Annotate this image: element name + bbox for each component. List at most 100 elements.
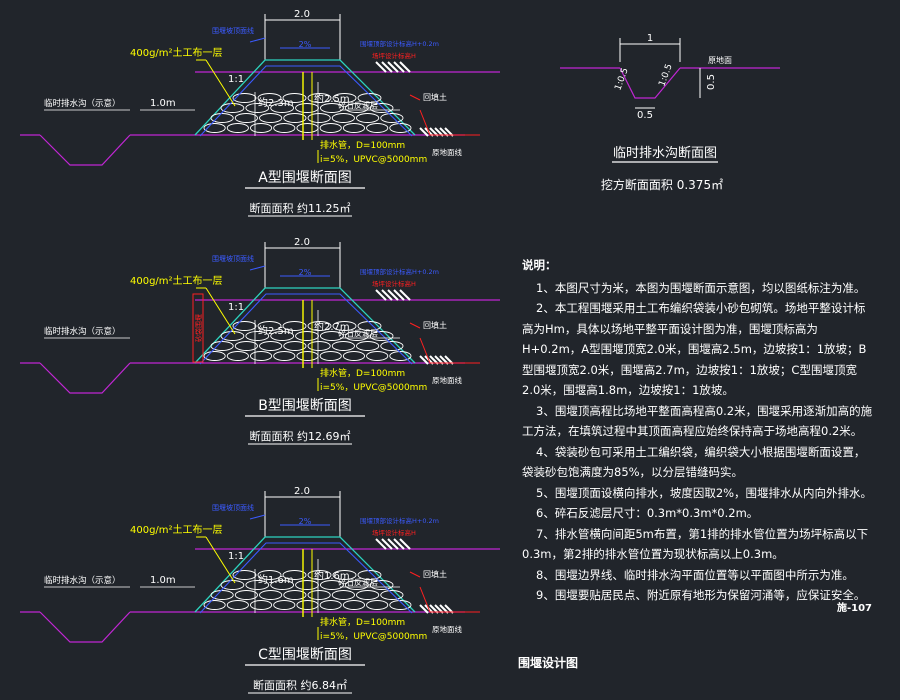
sandbag [366,123,389,133]
ditch-slope-left: 1:0.5 [613,67,630,92]
boundary-label: 围堰坡顶面线 [212,503,254,512]
sandbag [295,103,319,113]
sandbag [380,590,404,600]
sandbag [282,93,307,103]
geotextile-leader [205,536,236,584]
sandbag [295,331,319,341]
ditch-depth-label: 0.5 [706,74,717,90]
gravel-hatch [387,538,399,550]
sandbag [220,103,245,113]
offset-label: 1.0m [150,575,176,586]
ditch-title: 临时排水沟断面图 [613,146,717,161]
sandbag [210,590,234,600]
gravel-hatch [419,355,429,365]
height-label: 约1.6m [258,573,294,586]
sandbag [226,600,249,610]
sidebar-label: 砂袋围堰 [194,314,203,342]
sandbag [259,341,283,351]
level2-label: 场坪设计标高H [372,528,416,537]
sandbag [273,123,296,133]
sandbag [232,93,257,103]
note-item: 7、排水管横向间距5m布置，第1排的排水管位置为场坪标高以下0.3m，第2排的排… [522,526,869,562]
backfill-leader [409,94,421,101]
ditch-outline [39,134,131,166]
sandbag [245,103,270,113]
ditch-label: 临时排水沟（示意） [44,575,121,586]
sandbag [319,103,344,113]
sandbag [357,321,382,331]
ditch-top-label: 1 [647,33,653,44]
note-item: 3、围堰顶高程比场地平整面高程高0.2米，围堰采用逐渐加高的施工方法，在填筑过程… [522,403,873,439]
grade-label: 2% [299,517,312,526]
level2-label: 场坪设计标高H [372,51,416,60]
sandbag [307,93,332,103]
boundary-label: 围堰坡顶面线 [212,26,254,35]
sandbag [369,331,394,341]
backfill-leader [409,571,421,578]
note-item: 2、本工程围堰采用土工布编织袋装小砂包砌筑。场地平整设计标高为Hm，具体以场地平… [522,301,867,397]
gravel-hatch [381,538,393,550]
sandbag [307,590,331,600]
geotextile-line [199,542,413,614]
sheet-number: 施-107 [837,601,872,614]
note-item: 4、袋装砂包可采用土工编织袋，编织袋大小根据围堰断面设置，袋装砂包饱满度为85%… [522,444,866,480]
ground-label: 原地面线 [432,375,462,385]
sandbag [356,590,380,600]
sandbag [282,570,307,580]
sandbag [270,331,295,341]
gravel-hatch [387,61,399,73]
ditch-label: 临时排水沟（示意） [44,98,121,109]
note-item: 6、碎石反滤层尺寸：0.3m*0.3m*0.2m。 [536,506,759,520]
sandbag [295,580,319,590]
gravel-label: 碎石反滤层 [338,328,378,338]
ground-label: 原地面线 [432,624,462,634]
sandbag [203,600,226,610]
gravel-hatch [399,538,411,550]
gravel-label: 碎石反滤层 [338,577,378,587]
ground-label: 原地面线 [432,147,462,157]
section-b: 2.02%400g/m²土工布一层围堰坡顶面线围堰顶部设计标高H+0.2m场坪设… [20,237,500,445]
sandbag [270,103,295,113]
gravel-hatch [399,61,411,73]
sandbag [283,590,307,600]
boundary-leader [249,37,266,43]
sandbag [319,600,342,610]
sandbag [331,590,355,600]
sandbag [342,123,366,133]
sandbag [296,351,319,361]
backfill-label: 回填土 [423,320,447,330]
pipe-label: 排水管，D=100mm [320,139,405,151]
sandbag [249,123,273,133]
sheet-title: 围堰设计图 [518,655,578,670]
geotextile-label: 400g/m²土工布一层 [130,523,223,536]
sandbag [257,570,282,580]
sandbag [389,123,412,133]
sandbag [210,341,234,351]
section-a: 2.02%400g/m²土工布一层围堰坡顶面线围堰顶部设计标高H+0.2m场坪设… [20,9,500,217]
pipe-slope-label: i=5%，UPVC@5000mm [320,155,427,165]
gravel-hatch [381,289,393,301]
height2-label: 约1.6m [314,569,350,582]
design-notes: 说明： 1、本图尺寸为米，本图为围堰断面示意图，均以图纸标注为准。 2、本工程围… [522,255,874,606]
gravel-hatch [419,127,429,137]
sandbag [270,580,295,590]
sandbag [344,103,369,113]
gravel-hatch [399,289,411,301]
ditch-area: 挖方断面面积 0.375㎡ [601,177,723,192]
sandbag [356,113,380,123]
note-item: 5、围堰顶面设横向排水，坡度因取2%，围堰排水从内向外排水。 [536,485,873,500]
sandbag [331,113,355,123]
gravel-hatch [393,538,405,550]
note-item: 8、围堰边界线、临时排水沟平面位置等以平面图中所示为准。 [536,567,854,582]
ground-leader [419,586,480,613]
sandbag [249,351,273,361]
sandbag [357,570,382,580]
sandbag [369,103,394,113]
level2-label: 场坪设计标高H [372,279,416,288]
sandbag [332,93,357,103]
sandbag [369,580,394,590]
slope-label: 1:1 [228,302,244,313]
pipe-slope-label: i=5%，UPVC@5000mm [320,383,427,393]
section-c: 2.02%400g/m²土工布一层围堰坡顶面线围堰顶部设计标高H+0.2m场坪设… [20,486,500,694]
